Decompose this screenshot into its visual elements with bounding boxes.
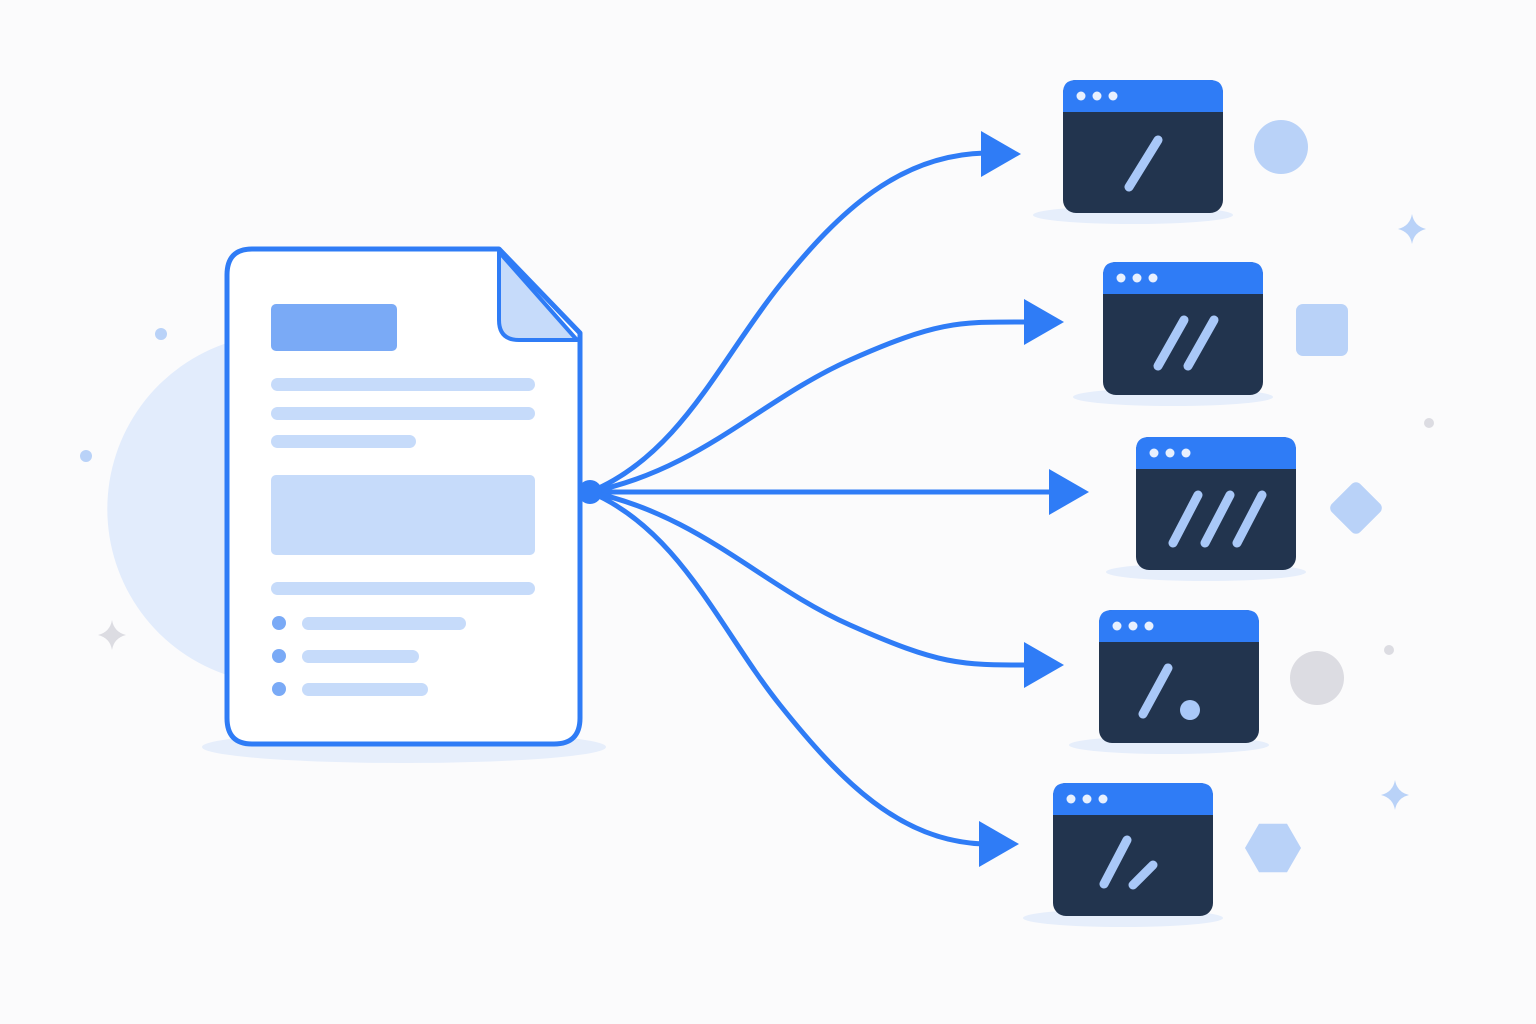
arrowhead — [1024, 299, 1064, 345]
window-titlebar — [1136, 437, 1296, 469]
slash-stroke — [1099, 835, 1132, 889]
window-dot — [1128, 621, 1138, 631]
connector-line — [587, 150, 988, 495]
slash-stroke — [1168, 490, 1203, 548]
connector-group — [578, 131, 1089, 867]
connector-line — [587, 489, 1031, 668]
document-text-line — [271, 435, 416, 448]
decor-dot — [1424, 418, 1434, 428]
arrowhead — [979, 821, 1019, 867]
window-dot — [1076, 91, 1086, 101]
bullet-line — [302, 650, 419, 663]
window-dot — [1149, 448, 1159, 458]
window-body — [1063, 80, 1223, 213]
window-dot — [1144, 621, 1154, 631]
window-dot — [1132, 273, 1142, 283]
bullet-line — [302, 683, 428, 696]
arrowhead — [981, 131, 1021, 177]
window-body — [1099, 610, 1259, 743]
decor-dot — [1384, 645, 1394, 655]
arrowhead — [1049, 469, 1089, 515]
document-icon — [224, 246, 583, 747]
ornament-hexagon — [1245, 823, 1301, 873]
arrowhead — [1024, 642, 1064, 688]
decor-dot — [155, 328, 167, 340]
ornament-circle — [1290, 651, 1344, 705]
document-text-line — [271, 582, 535, 595]
window-dot — [1148, 273, 1158, 283]
window-dot — [1066, 794, 1076, 804]
document-header-bar — [271, 304, 397, 351]
connector-hub — [578, 480, 602, 504]
slash-stroke — [1200, 490, 1235, 548]
code-window-icon — [1073, 262, 1273, 406]
bullet-dot — [272, 616, 286, 630]
background-halo — [107, 342, 230, 676]
window-body — [1053, 783, 1213, 916]
window-titlebar — [1063, 80, 1223, 112]
document-text-line — [271, 378, 535, 391]
bullet-dot — [272, 649, 286, 663]
bullet-line — [302, 617, 466, 630]
slash-stroke — [1183, 315, 1219, 371]
code-window-icon — [1069, 610, 1269, 754]
window-dot — [1116, 273, 1126, 283]
window-dot — [1082, 794, 1092, 804]
slash-stroke — [1128, 860, 1158, 890]
glyph-dot — [1180, 700, 1200, 720]
ornament-circle — [1254, 120, 1308, 174]
window-dot — [1108, 91, 1118, 101]
window-titlebar — [1099, 610, 1259, 642]
window-dot — [1112, 621, 1122, 631]
target-windows — [1023, 80, 1382, 927]
window-titlebar — [1053, 783, 1213, 815]
window-dot — [1098, 794, 1108, 804]
slash-stroke — [1138, 663, 1173, 719]
window-dot — [1165, 448, 1175, 458]
slash-stroke — [1124, 135, 1163, 192]
document-text-line — [271, 407, 535, 420]
slash-stroke — [1153, 315, 1189, 371]
ornament-square — [1296, 304, 1348, 356]
window-dot — [1092, 91, 1102, 101]
sparkle-icon — [1381, 780, 1409, 810]
decor-dot — [80, 450, 92, 462]
document-image-block — [271, 475, 535, 555]
bullet-dot — [272, 682, 286, 696]
sparkle-icon — [98, 620, 126, 650]
code-window-icon — [1033, 80, 1233, 224]
connector-line — [587, 489, 988, 847]
sparkle-icon — [1398, 214, 1426, 244]
window-dot — [1181, 448, 1191, 458]
window-titlebar — [1103, 262, 1263, 294]
code-window-icon — [1106, 437, 1306, 581]
document-fold — [497, 250, 579, 342]
ornament-diamond — [1330, 482, 1382, 534]
code-window-icon — [1023, 783, 1223, 927]
connector-line — [587, 319, 1031, 495]
slash-stroke — [1232, 490, 1267, 548]
